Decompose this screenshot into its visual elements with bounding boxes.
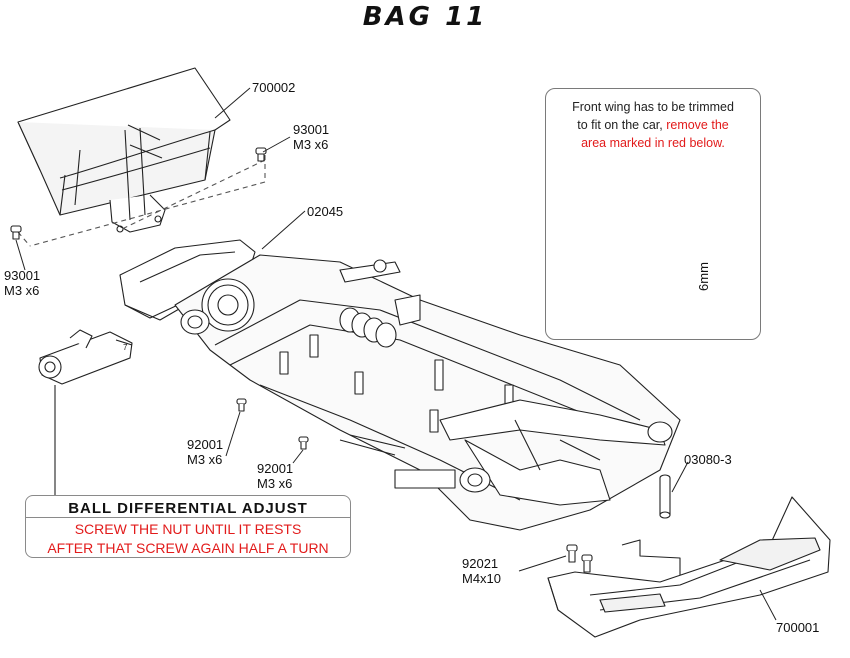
pin-03080-3 [659, 474, 671, 519]
shock-spring [339, 307, 397, 348]
note-line-3: area marked in red below. [581, 136, 725, 150]
svg-text:7: 7 [123, 343, 128, 352]
label-screw-front-code: 92021 [462, 556, 499, 571]
label-screw-front-spec: M4x10 [462, 571, 502, 586]
label-front-wing: 700001 [776, 620, 820, 635]
front-wing-drawing [547, 496, 831, 638]
note-line-2-black: to fit on the car, [577, 118, 663, 132]
label-pin: 03080-3 [684, 452, 732, 467]
screw-93001-left [10, 225, 22, 240]
note-line-1: Front wing has to be trimmed [572, 100, 734, 114]
label-screw-mid1-code: 92001 [187, 437, 224, 452]
screw-92001-2 [298, 436, 309, 450]
label-rear-wing: 700002 [252, 80, 296, 95]
label-screw-top-spec: M3 x6 [293, 137, 329, 152]
label-screw-left-code: 93001 [4, 268, 41, 283]
label-screw-mid1-spec: M3 x6 [187, 452, 223, 467]
note-line-2: to fit on the car, remove the [546, 116, 760, 134]
diff-wrench-drawing: 7 [38, 329, 133, 385]
label-screw-left-spec: M3 x6 [4, 283, 40, 298]
dimension-label: 6mm [695, 262, 711, 291]
ball-diff-box: BALL DIFFERENTIAL ADJUST SCREW THE NUT U… [25, 495, 351, 558]
label-screw-mid2-spec: M3 x6 [257, 476, 293, 491]
rear-wing-drawing [17, 67, 231, 233]
screw-93001-top [255, 147, 267, 162]
trim-note-text: Front wing has to be trimmed to fit on t… [546, 98, 760, 152]
assembly-guide-lines [17, 155, 266, 247]
screw-92021 [566, 544, 593, 573]
chassis-drawing [174, 254, 681, 531]
ball-diff-line-1: SCREW THE NUT UNTIL IT RESTS [74, 521, 302, 537]
leader-lines [15, 87, 777, 621]
trim-note-box: Front wing has to be trimmed to fit on t… [545, 88, 761, 340]
ball-diff-divider [26, 517, 350, 518]
ball-diff-line-2: AFTER THAT SCREW AGAIN HALF A TURN [47, 540, 329, 556]
label-wing-mount: 02045 [307, 204, 344, 219]
label-screw-top-code: 93001 [293, 122, 330, 137]
note-line-2-red: remove the [666, 118, 729, 132]
screw-92001-1 [236, 398, 247, 412]
page-title: BAG 11 [362, 2, 488, 32]
ball-diff-heading: BALL DIFFERENTIAL ADJUST [68, 500, 308, 517]
label-screw-mid2-code: 92001 [257, 461, 294, 476]
ball-diff-instructions: SCREW THE NUT UNTIL IT RESTS AFTER THAT … [26, 520, 350, 558]
